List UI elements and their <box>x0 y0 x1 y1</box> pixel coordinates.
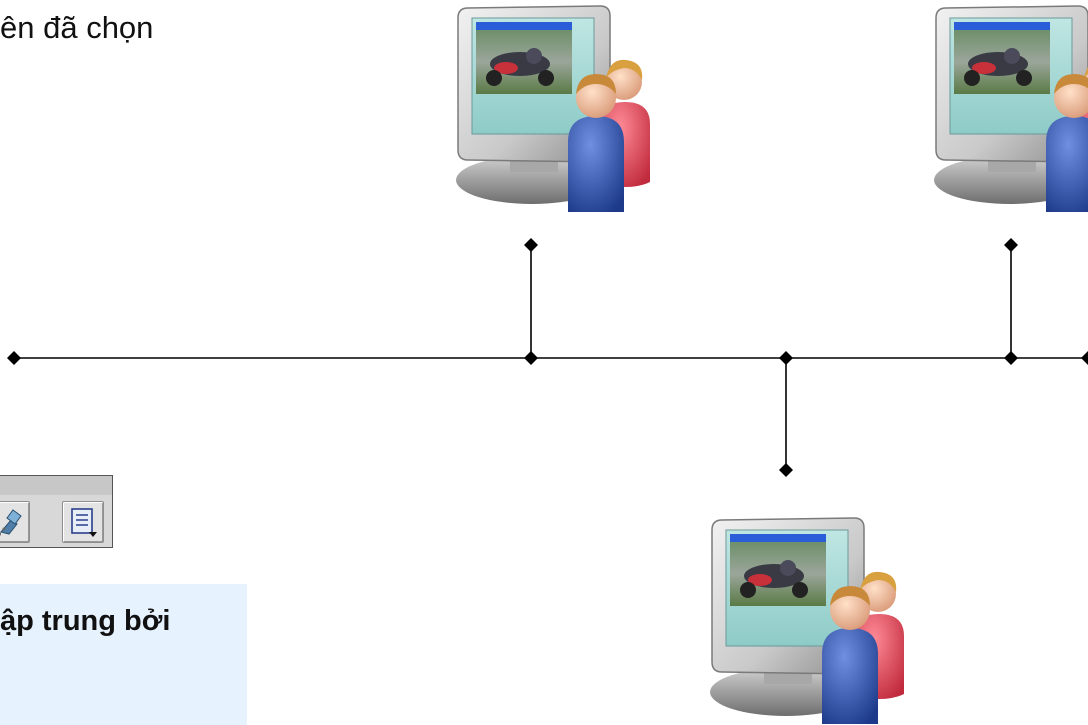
computer-users-icon <box>455 5 651 213</box>
floating-toolbar <box>0 475 114 548</box>
connector-diamond <box>524 351 538 365</box>
computer-users-icon <box>933 5 1088 213</box>
document-list-button[interactable] <box>62 501 104 543</box>
slide-heading-text: ên đã chọn <box>0 10 154 45</box>
satellite-dish-icon <box>0 509 22 536</box>
toolbar-body <box>0 495 113 548</box>
connector-diamond <box>1004 351 1018 365</box>
connector-diamond <box>1004 238 1018 252</box>
note-box: ập trung bởi <box>0 584 247 725</box>
connector-diamond <box>7 351 21 365</box>
connector-diamond <box>779 463 793 477</box>
document-list-icon <box>71 508 97 537</box>
connector-diamond <box>779 351 793 365</box>
satellite-dish-button[interactable] <box>0 501 30 543</box>
toolbar-titlebar[interactable] <box>0 475 113 496</box>
connector-diamond <box>524 238 538 252</box>
connector-diamond <box>1081 351 1088 365</box>
computer-users-icon <box>709 517 905 725</box>
note-text: ập trung bởi <box>0 605 171 637</box>
